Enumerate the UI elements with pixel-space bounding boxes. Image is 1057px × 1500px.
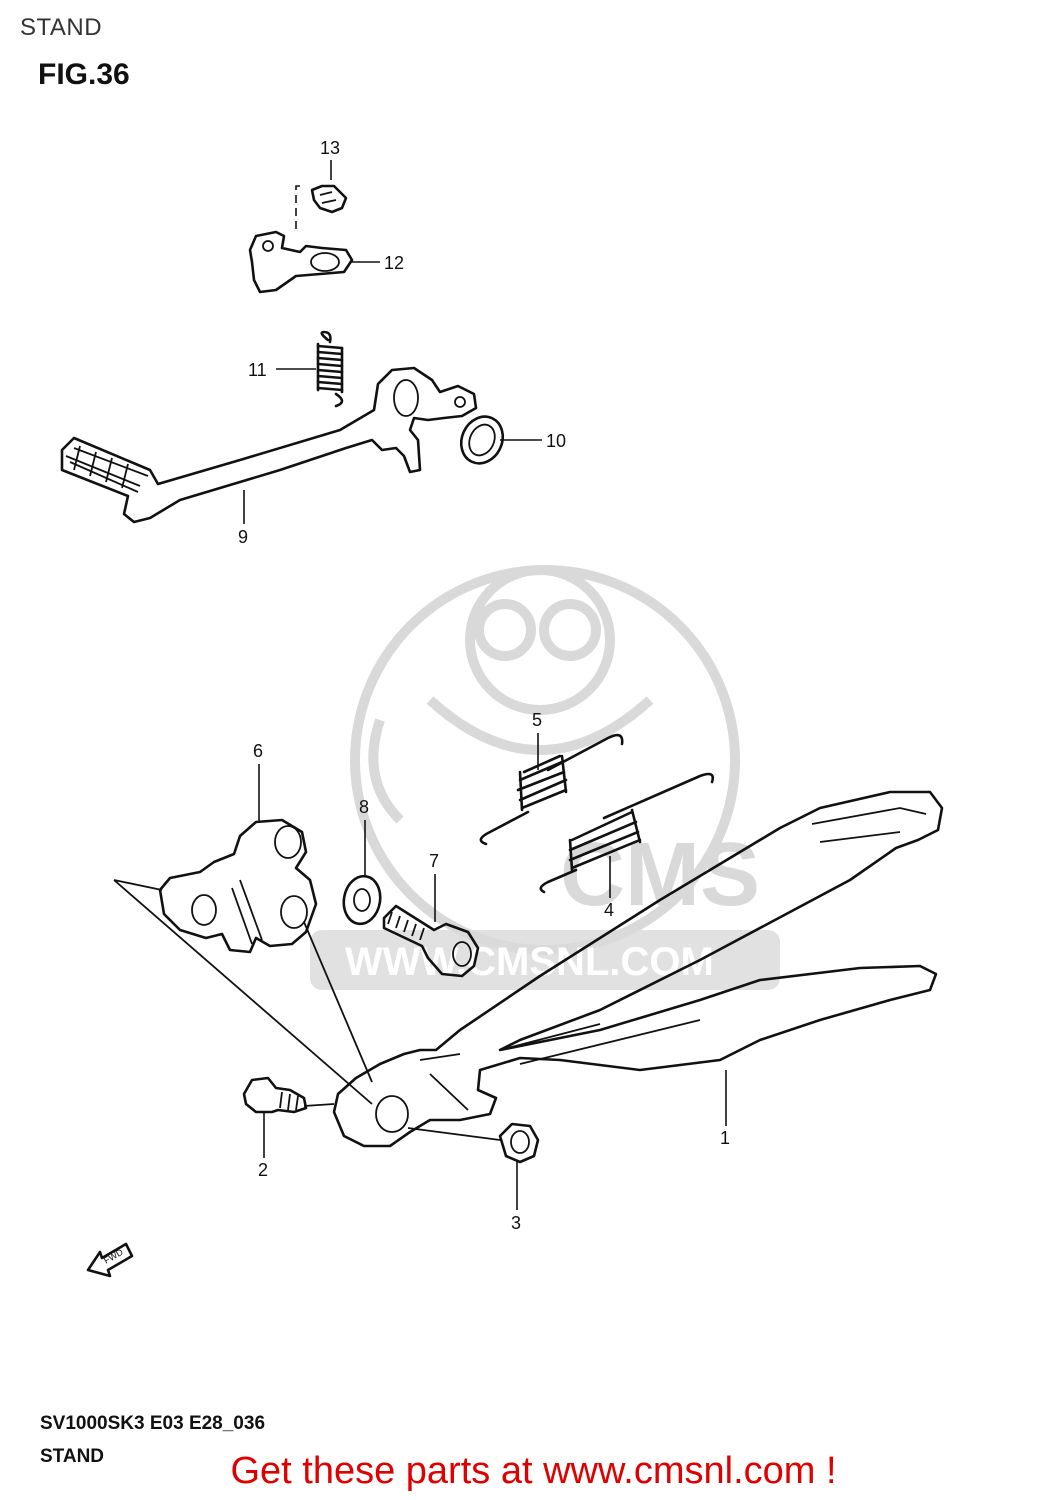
fwd-arrow-icon: FWD <box>86 1242 134 1278</box>
assembly-lines <box>113 879 501 1141</box>
callout-2-label: 2 <box>258 1160 268 1180</box>
watermark-logo-text: CMS <box>560 825 760 925</box>
part-3-nut <box>498 1122 540 1164</box>
callout-13-label: 13 <box>320 138 340 158</box>
part-7-bolt <box>382 904 480 978</box>
callout-8-label: 8 <box>359 797 369 817</box>
part-13-bolt <box>295 184 348 232</box>
callout-9-label: 9 <box>238 527 248 547</box>
callout-1-label: 1 <box>720 1128 730 1148</box>
callout-3: 3 <box>511 1162 521 1233</box>
part-5-spring <box>479 733 624 846</box>
callout-2: 2 <box>258 1112 268 1180</box>
callout-8: 8 <box>359 797 369 876</box>
part-4-spring <box>539 772 715 894</box>
callout-13: 13 <box>320 138 340 180</box>
promo-link[interactable]: Get these parts at www.cmsnl.com ! <box>230 1450 837 1492</box>
callout-4: 4 <box>604 856 614 920</box>
model-code: SV1000SK3 E03 E28_036 <box>40 1413 266 1434</box>
callout-4-label: 4 <box>604 900 614 920</box>
watermark-logo: CMS WWW.CMSNL.COM <box>310 565 780 990</box>
watermark-url: WWW.CMSNL.COM <box>345 940 714 984</box>
part-9-pedal <box>60 366 478 524</box>
promo-banner: Get these parts at www.cmsnl.com ! <box>0 1450 1057 1493</box>
part-6-stand-bracket <box>158 818 318 954</box>
callout-12-label: 12 <box>384 253 404 273</box>
callout-10: 10 <box>500 431 566 451</box>
callout-9: 9 <box>238 490 248 547</box>
callout-7-label: 7 <box>429 851 439 871</box>
callout-7: 7 <box>429 851 439 922</box>
diagram-caption: STAND <box>40 1446 105 1467</box>
callout-10-label: 10 <box>546 431 566 451</box>
part-2-pivot-bolt <box>242 1076 308 1114</box>
part-11-spring <box>316 330 344 408</box>
callout-1: 1 <box>720 1070 730 1148</box>
callout-11: 11 <box>248 360 316 380</box>
part-1-center-stand <box>332 790 944 1148</box>
callout-3-label: 3 <box>511 1213 521 1233</box>
callout-11-label: 11 <box>248 360 267 380</box>
part-12-bracket <box>248 230 354 294</box>
callout-6: 6 <box>253 741 263 822</box>
part-10-washer <box>459 415 505 465</box>
callout-5: 5 <box>532 710 542 770</box>
callout-5-label: 5 <box>532 710 542 730</box>
callout-6-label: 6 <box>253 741 263 761</box>
section-title: STAND <box>20 14 103 41</box>
callout-12: 12 <box>350 253 404 273</box>
figure-number: FIG.36 <box>38 58 130 91</box>
part-8-washer <box>342 874 382 926</box>
